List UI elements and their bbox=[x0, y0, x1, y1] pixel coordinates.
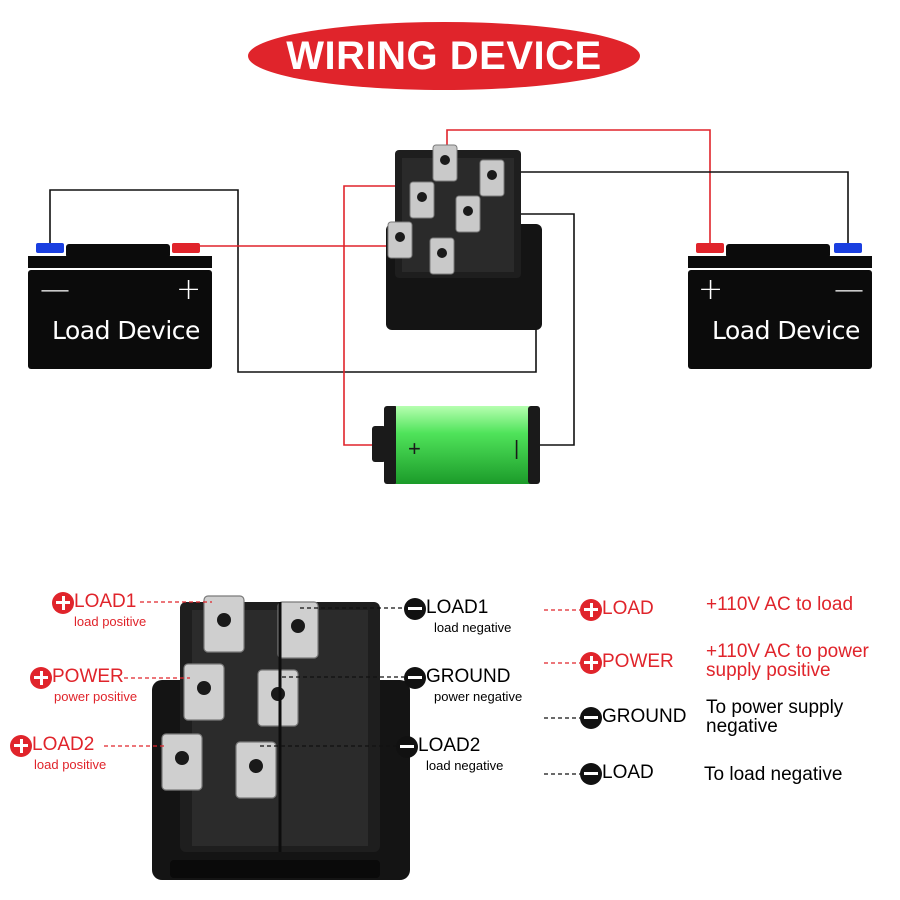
left-device-label: Load Device bbox=[52, 316, 200, 345]
pin-label-load1-negative: LOAD1 load negative bbox=[404, 597, 511, 635]
legend-item-power-positive: POWER bbox=[580, 651, 674, 674]
minus-icon bbox=[396, 735, 418, 758]
legend-item-load-negative: LOAD bbox=[580, 762, 654, 785]
page-title: WIRING DEVICE bbox=[286, 33, 602, 78]
pin-label-load1-positive: LOAD1 load positive bbox=[52, 591, 146, 629]
legend-item-load-positive: LOAD bbox=[580, 598, 654, 621]
left-load-device bbox=[28, 243, 212, 369]
leader-lines bbox=[104, 601, 404, 747]
negative-terminal-icon bbox=[834, 243, 862, 253]
pin-label-load2-positive: LOAD2 load positive bbox=[10, 734, 106, 772]
wire-right-negative bbox=[499, 171, 849, 246]
pin-label-ground-negative: GROUND power negative bbox=[404, 666, 522, 704]
left-device-plus-sign: + bbox=[176, 272, 202, 307]
right-device-plus-sign: + bbox=[698, 272, 724, 307]
rocker-switch-top bbox=[386, 144, 542, 330]
right-device-minus-sign: — bbox=[834, 272, 864, 307]
positive-terminal-icon bbox=[172, 243, 200, 253]
plus-icon bbox=[580, 598, 602, 621]
cell-plus-sign: + bbox=[408, 436, 421, 461]
legend-desc-load-positive: +110V AC to load bbox=[706, 594, 854, 615]
rocker-switch-pinout bbox=[152, 595, 410, 880]
wiring-diagram: + | bbox=[28, 129, 872, 484]
pin-label-load2-negative: LOAD2 load negative bbox=[396, 735, 503, 773]
legend-desc-power-positive: +110V AC to power supply positive bbox=[706, 641, 869, 681]
pin-label-power-positive: POWER power positive bbox=[30, 666, 137, 704]
right-load-device bbox=[688, 243, 872, 369]
plus-icon bbox=[52, 591, 74, 614]
minus-icon bbox=[404, 597, 426, 620]
left-device-minus-sign: — bbox=[40, 272, 70, 307]
legend-desc-ground-negative: To power supply negative bbox=[706, 697, 844, 737]
plus-icon bbox=[30, 666, 52, 689]
minus-icon bbox=[580, 706, 602, 729]
minus-icon bbox=[404, 666, 426, 689]
plus-icon bbox=[10, 734, 32, 757]
right-device-label: Load Device bbox=[712, 316, 860, 345]
power-cell: + | bbox=[372, 406, 540, 484]
negative-terminal-icon bbox=[36, 243, 64, 253]
minus-icon bbox=[580, 762, 602, 785]
legend-dashes bbox=[544, 609, 580, 775]
wire-cell-positive bbox=[343, 185, 420, 446]
legend-item-ground-negative: GROUND bbox=[580, 706, 686, 729]
positive-terminal-icon bbox=[696, 243, 724, 253]
legend-desc-load-negative: To load negative bbox=[704, 764, 843, 785]
wire-right-positive bbox=[446, 129, 711, 246]
wire-cell-negative bbox=[480, 213, 575, 446]
cell-minus-sign: | bbox=[514, 438, 519, 460]
plus-icon bbox=[580, 651, 602, 674]
title-banner: WIRING DEVICE bbox=[248, 22, 640, 90]
